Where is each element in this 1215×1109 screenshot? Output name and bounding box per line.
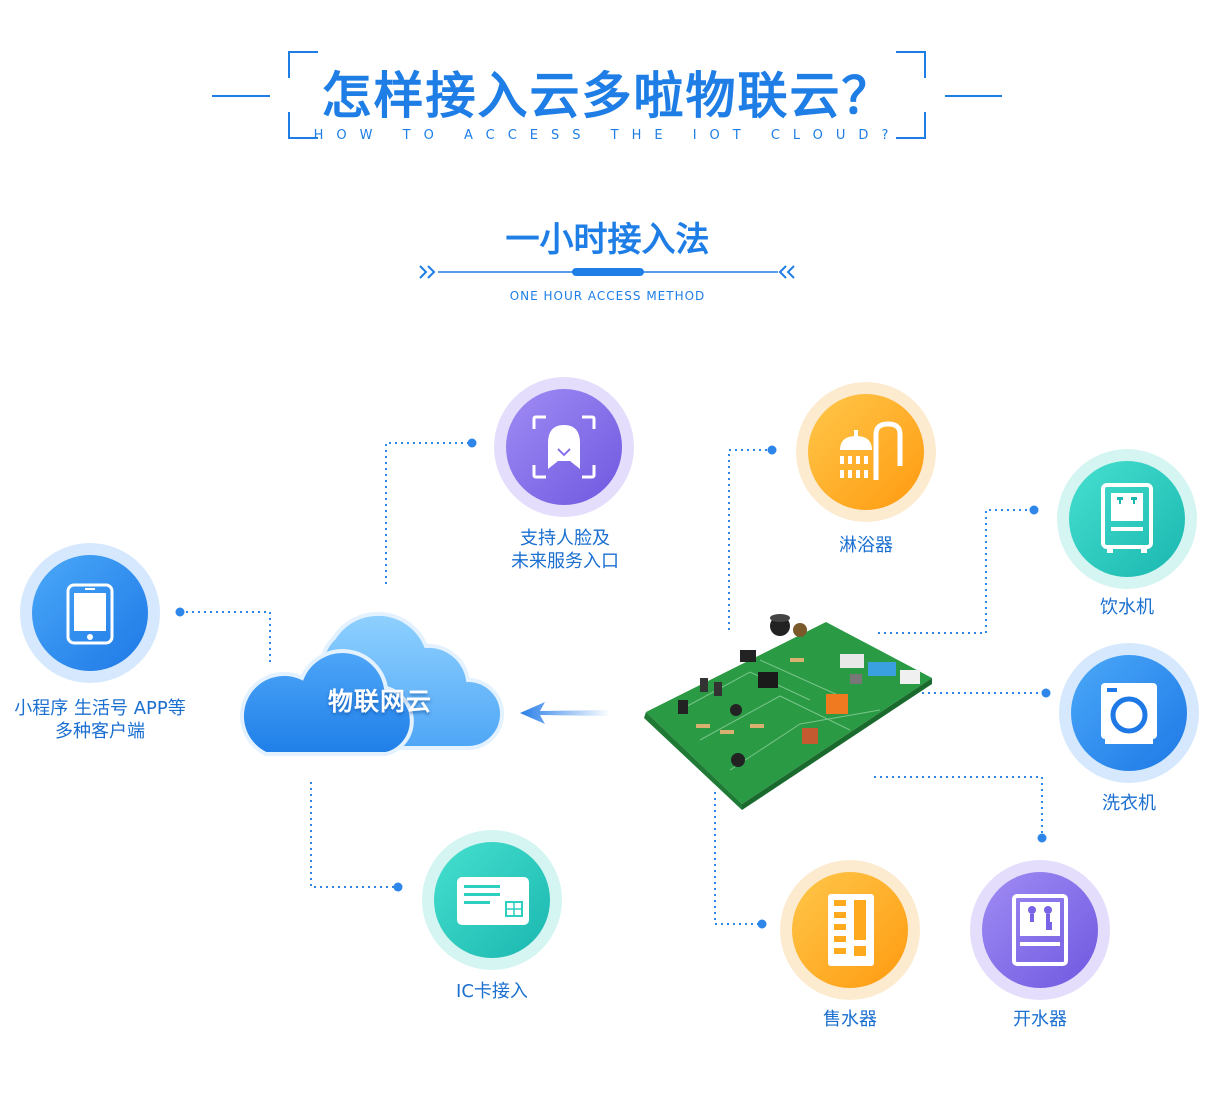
face-scan-icon: [532, 415, 596, 479]
boiler-label: 开水器: [1013, 1009, 1067, 1030]
smartphone-icon: [66, 583, 114, 645]
shower-icon: [840, 421, 903, 480]
face-node: [494, 377, 634, 517]
dispenser-label: 饮水机: [1100, 597, 1154, 618]
iccard-label: IC卡接入: [456, 981, 528, 1002]
section-title: 一小时接入法: [505, 220, 710, 260]
iot-cloud: [239, 611, 504, 756]
shower-node: [796, 382, 936, 522]
washing-machine-icon: [1101, 683, 1157, 744]
section-subtitle: ONE HOUR ACCESS METHOD: [509, 289, 706, 303]
water-dispenser-icon: [1101, 483, 1153, 553]
face-label: 支持人脸及 未来服务入口: [511, 528, 619, 572]
boiler-node: [970, 860, 1110, 1000]
header-decoration: [212, 51, 1002, 279]
client-label: 小程序 生活号 APP等 多种客户端: [14, 698, 186, 742]
client-node: [20, 543, 160, 683]
water-vending-icon: [828, 894, 874, 966]
water-boiler-icon: [1012, 894, 1068, 966]
pcb-board-image: [644, 614, 932, 810]
vending-label: 售水器: [823, 1009, 877, 1030]
page-subtitle: HOW TO ACCESS THE IOT CLOUD?: [313, 128, 902, 143]
dispenser-node: [1057, 449, 1197, 589]
ic-card-icon: [457, 877, 529, 925]
page-title: 怎样接入云多啦物联云？: [321, 67, 894, 125]
shower-label: 淋浴器: [839, 535, 893, 556]
iccard-node: [422, 830, 562, 970]
vending-node: [780, 860, 920, 1000]
cloud-label: 物联网云: [328, 687, 433, 716]
washer-node: [1059, 643, 1199, 783]
connector-lines: [175, 438, 1051, 929]
washer-label: 洗衣机: [1102, 793, 1156, 814]
